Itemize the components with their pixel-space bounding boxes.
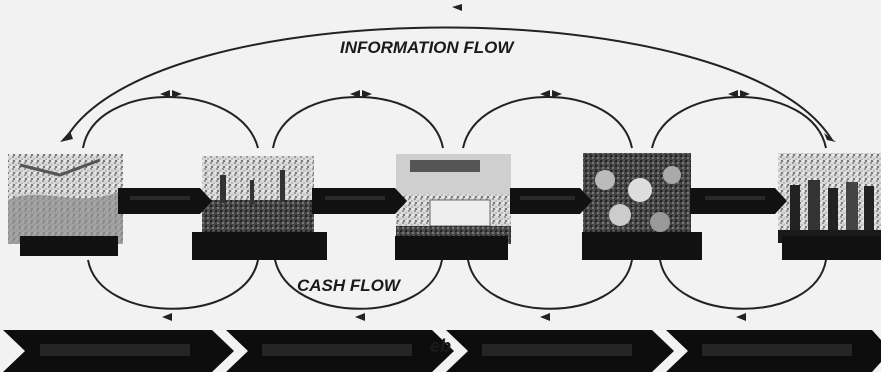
arrowhead-left-icon — [60, 131, 73, 142]
chevron-overlay-text: eb — [430, 336, 452, 356]
lower-arcs — [87, 259, 827, 310]
arrowhead-top-icon — [452, 4, 462, 11]
lower-arc-arrowheads — [162, 313, 746, 321]
information-flow-label: INFORMATION FLOW — [340, 38, 514, 57]
stage-3-photo — [396, 154, 511, 244]
upper-arc-arrowheads — [160, 90, 750, 98]
stage-1-photo — [8, 154, 123, 244]
information-flow-arc — [64, 26, 833, 141]
stage-4-photo — [583, 153, 691, 244]
arrowhead-right-icon — [824, 133, 836, 142]
stage-2-photo — [202, 156, 314, 234]
cash-flow-label: CASH FLOW — [297, 276, 400, 295]
stage-5-photo — [778, 153, 881, 243]
upper-arcs — [82, 96, 827, 149]
stage-caption-boxes — [20, 232, 881, 260]
product-flow-arrows — [118, 188, 787, 214]
